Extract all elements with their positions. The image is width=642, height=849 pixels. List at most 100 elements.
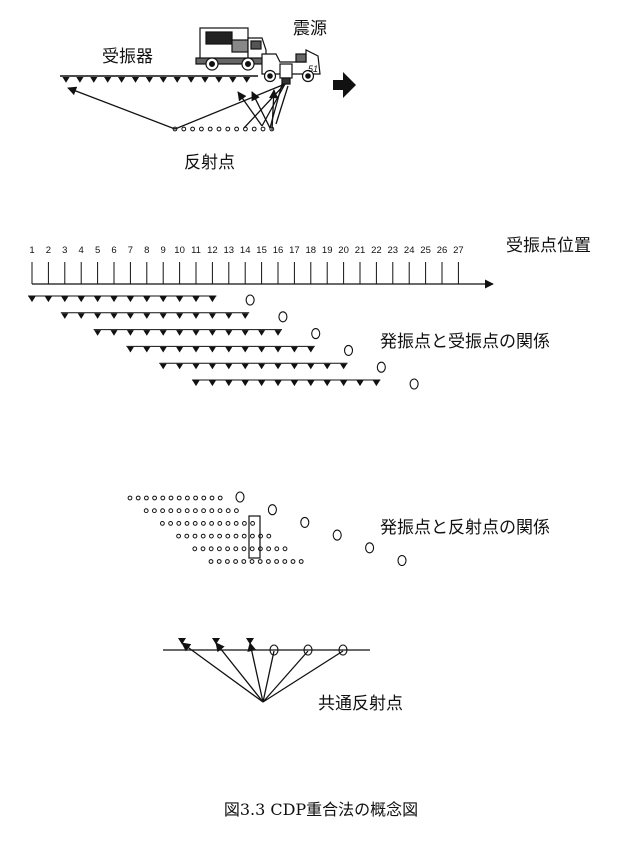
- reflection-point-marker: [225, 126, 231, 132]
- ray-up: [181, 642, 264, 703]
- ray-down: [262, 650, 275, 703]
- reflection-point-marker: [290, 559, 296, 564]
- receiver-marker: [208, 380, 216, 387]
- reflection-point-marker: [160, 495, 166, 501]
- vibrator-truck-icon: 51: [261, 49, 321, 85]
- reflection-point-marker: [184, 521, 190, 526]
- ray-down: [262, 650, 344, 703]
- receiver-marker: [61, 313, 69, 319]
- position-number: 20: [338, 245, 349, 256]
- reflection-point-marker: [184, 508, 190, 514]
- ray-up: [237, 91, 263, 127]
- ray-paths: [67, 83, 289, 131]
- receiver-marker: [159, 313, 167, 319]
- reflection-point-marker: [192, 533, 198, 539]
- reflection-point-marker: [225, 521, 231, 526]
- receiver-marker: [44, 296, 52, 303]
- position-number: 6: [111, 245, 116, 256]
- receiver-marker: [110, 296, 118, 303]
- receiver-marker: [192, 296, 200, 303]
- reflection-point-marker: [266, 546, 272, 552]
- receiver-marker: [241, 346, 249, 353]
- receiver-marker: [192, 346, 200, 353]
- reflection-point-marker: [216, 126, 222, 132]
- position-number: 1: [29, 245, 34, 256]
- shot-reflection-relation-label: 発振点と反射点の関係: [380, 518, 550, 538]
- receiver-marker: [176, 296, 184, 303]
- reflection-point-marker: [241, 533, 247, 539]
- reflection-point-marker: [193, 495, 199, 501]
- shot-receiver-gathers: [28, 294, 419, 390]
- ray-up: [67, 86, 176, 130]
- receiver-marker: [225, 380, 233, 387]
- receiver-marker: [274, 346, 282, 353]
- receiver-marker: [178, 638, 186, 645]
- position-number: 18: [306, 245, 317, 256]
- position-number: 26: [437, 245, 448, 256]
- position-number: 17: [289, 245, 300, 256]
- receiver-marker: [208, 346, 216, 353]
- reflection-point-marker: [190, 126, 196, 132]
- receiver-marker: [159, 330, 167, 336]
- receiver-marker: [290, 380, 298, 387]
- ray-up: [215, 642, 264, 703]
- reflection-point-marker: [209, 508, 215, 514]
- common-reflection-point-label: 共通反射点: [318, 694, 403, 714]
- svg-text:51: 51: [308, 64, 318, 74]
- ray-up: [251, 91, 271, 129]
- reflection-point-marker: [217, 521, 223, 526]
- reflection-point-marker: [233, 533, 239, 539]
- receiver-marker: [274, 380, 282, 387]
- reflection-point-marker: [160, 521, 165, 526]
- receiver-marker: [77, 313, 85, 319]
- receiver-marker: [192, 313, 200, 319]
- receiver-marker: [290, 346, 298, 353]
- shot-point-marker: [338, 644, 348, 656]
- receiver-marker: [225, 330, 233, 336]
- reflection-point-marker: [135, 495, 141, 501]
- shot-reflection-gathers: [127, 491, 407, 567]
- position-number: 25: [420, 245, 431, 256]
- reflection-point-marker: [208, 559, 214, 564]
- receiver-marker: [340, 363, 348, 370]
- receiver-marker: [159, 346, 167, 353]
- receiver-marker: [208, 330, 216, 336]
- receiver-marker: [307, 363, 315, 370]
- receivers-label: 受振器: [102, 47, 153, 67]
- reflection-point-marker: [200, 546, 206, 552]
- receiver-marker: [176, 313, 184, 319]
- reflection-point-marker: [241, 559, 247, 564]
- reflection-point-marker: [168, 508, 174, 514]
- position-number: 8: [144, 245, 149, 256]
- position-number: 10: [174, 245, 185, 256]
- reflection-point-marker: [199, 126, 204, 132]
- receiver-marker: [258, 363, 266, 370]
- ray-up: [247, 642, 264, 703]
- reflection-point-marker: [234, 126, 240, 132]
- receiver-marker: [110, 330, 118, 336]
- receiver-marker: [176, 330, 184, 336]
- reflection-point-marker: [250, 521, 256, 526]
- receiver-marker: [290, 363, 298, 370]
- receiver-marker: [241, 330, 249, 336]
- receiver-marker: [258, 346, 266, 353]
- ray-down: [275, 85, 289, 125]
- receiver-marker: [225, 313, 233, 319]
- receiver-marker: [94, 313, 102, 319]
- receiver-marker: [28, 296, 36, 303]
- receiver-marker: [340, 380, 348, 387]
- receiver-marker: [131, 77, 140, 83]
- reflection-point-marker: [201, 495, 207, 501]
- reflection-point-marker: [176, 495, 182, 501]
- receiver-marker: [243, 77, 251, 83]
- receiver-marker: [159, 296, 167, 303]
- reflection-points-label: 反射点: [184, 153, 235, 173]
- reflection-point-marker: [233, 521, 239, 526]
- reflection-point-marker: [298, 559, 304, 564]
- receiver-marker: [159, 363, 167, 370]
- reflection-point-marker: [208, 546, 214, 552]
- shot-point-marker: [409, 378, 419, 390]
- ray-up: [269, 89, 279, 131]
- receiver-marker: [201, 77, 209, 83]
- receiver-marker: [225, 363, 233, 370]
